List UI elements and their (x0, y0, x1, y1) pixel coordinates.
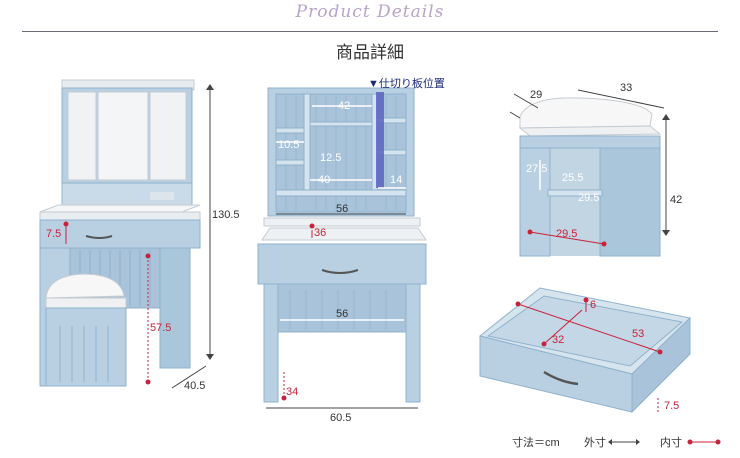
front-leg-height-label: 34 (286, 386, 299, 398)
front-total-width-label: 60.5 (330, 412, 352, 424)
legend-markers (608, 439, 721, 445)
stool-illustration (509, 89, 670, 257)
stool-height-label: 42 (670, 194, 683, 206)
dresser-depth-label: 40.5 (184, 380, 206, 392)
drawer-inner-width-label: 53 (632, 328, 645, 340)
legend-inner: 内寸 (660, 437, 682, 449)
page-script-title: Product Details (295, 2, 445, 22)
stool-inner-depth1-label: 25.5 (562, 172, 584, 184)
dresser-leg-space-label: 57.5 (150, 322, 172, 334)
dresser-illustration (39, 79, 214, 389)
stool-width-label: 33 (620, 82, 633, 94)
drawer-illustration (478, 287, 692, 414)
shelf-position-callout: ▼仕切り板位置 (368, 78, 445, 90)
front-inner-width-top-label: 56 (336, 203, 349, 215)
front-inner-width-bottom-label: 56 (336, 308, 349, 320)
stool-inner-width-label: 29.5 (556, 228, 578, 240)
front-view-illustration (257, 87, 427, 409)
stool-inner-height-label: 27.5 (526, 163, 548, 175)
drawer-inner-depth-label: 32 (552, 334, 565, 346)
stool-inner-depth2-label: 29.5 (578, 192, 600, 204)
front-shelf-14-label: 14 (390, 174, 403, 186)
front-top-width-label: 42 (338, 100, 351, 112)
stool-depth-label: 29 (530, 89, 543, 101)
front-shelf-40-label: 40 (318, 174, 331, 186)
drawer-inner-height-label: 6 (590, 299, 597, 311)
header-divider (22, 31, 718, 32)
dresser-height-label: 130.5 (212, 209, 240, 221)
legend-outer: 外寸 (584, 437, 606, 449)
page-title: 商品詳細 (336, 43, 404, 63)
drawer-outer-height-label: 7.5 (664, 400, 680, 412)
front-shelf-10-label: 10.5 (278, 139, 300, 151)
front-drawer-depth-label: 36 (314, 227, 327, 239)
front-shelf-12-label: 12.5 (320, 152, 342, 164)
legend-unit: 寸法＝cm (512, 437, 560, 449)
dresser-drawer-height-label: 7.5 (46, 228, 62, 240)
